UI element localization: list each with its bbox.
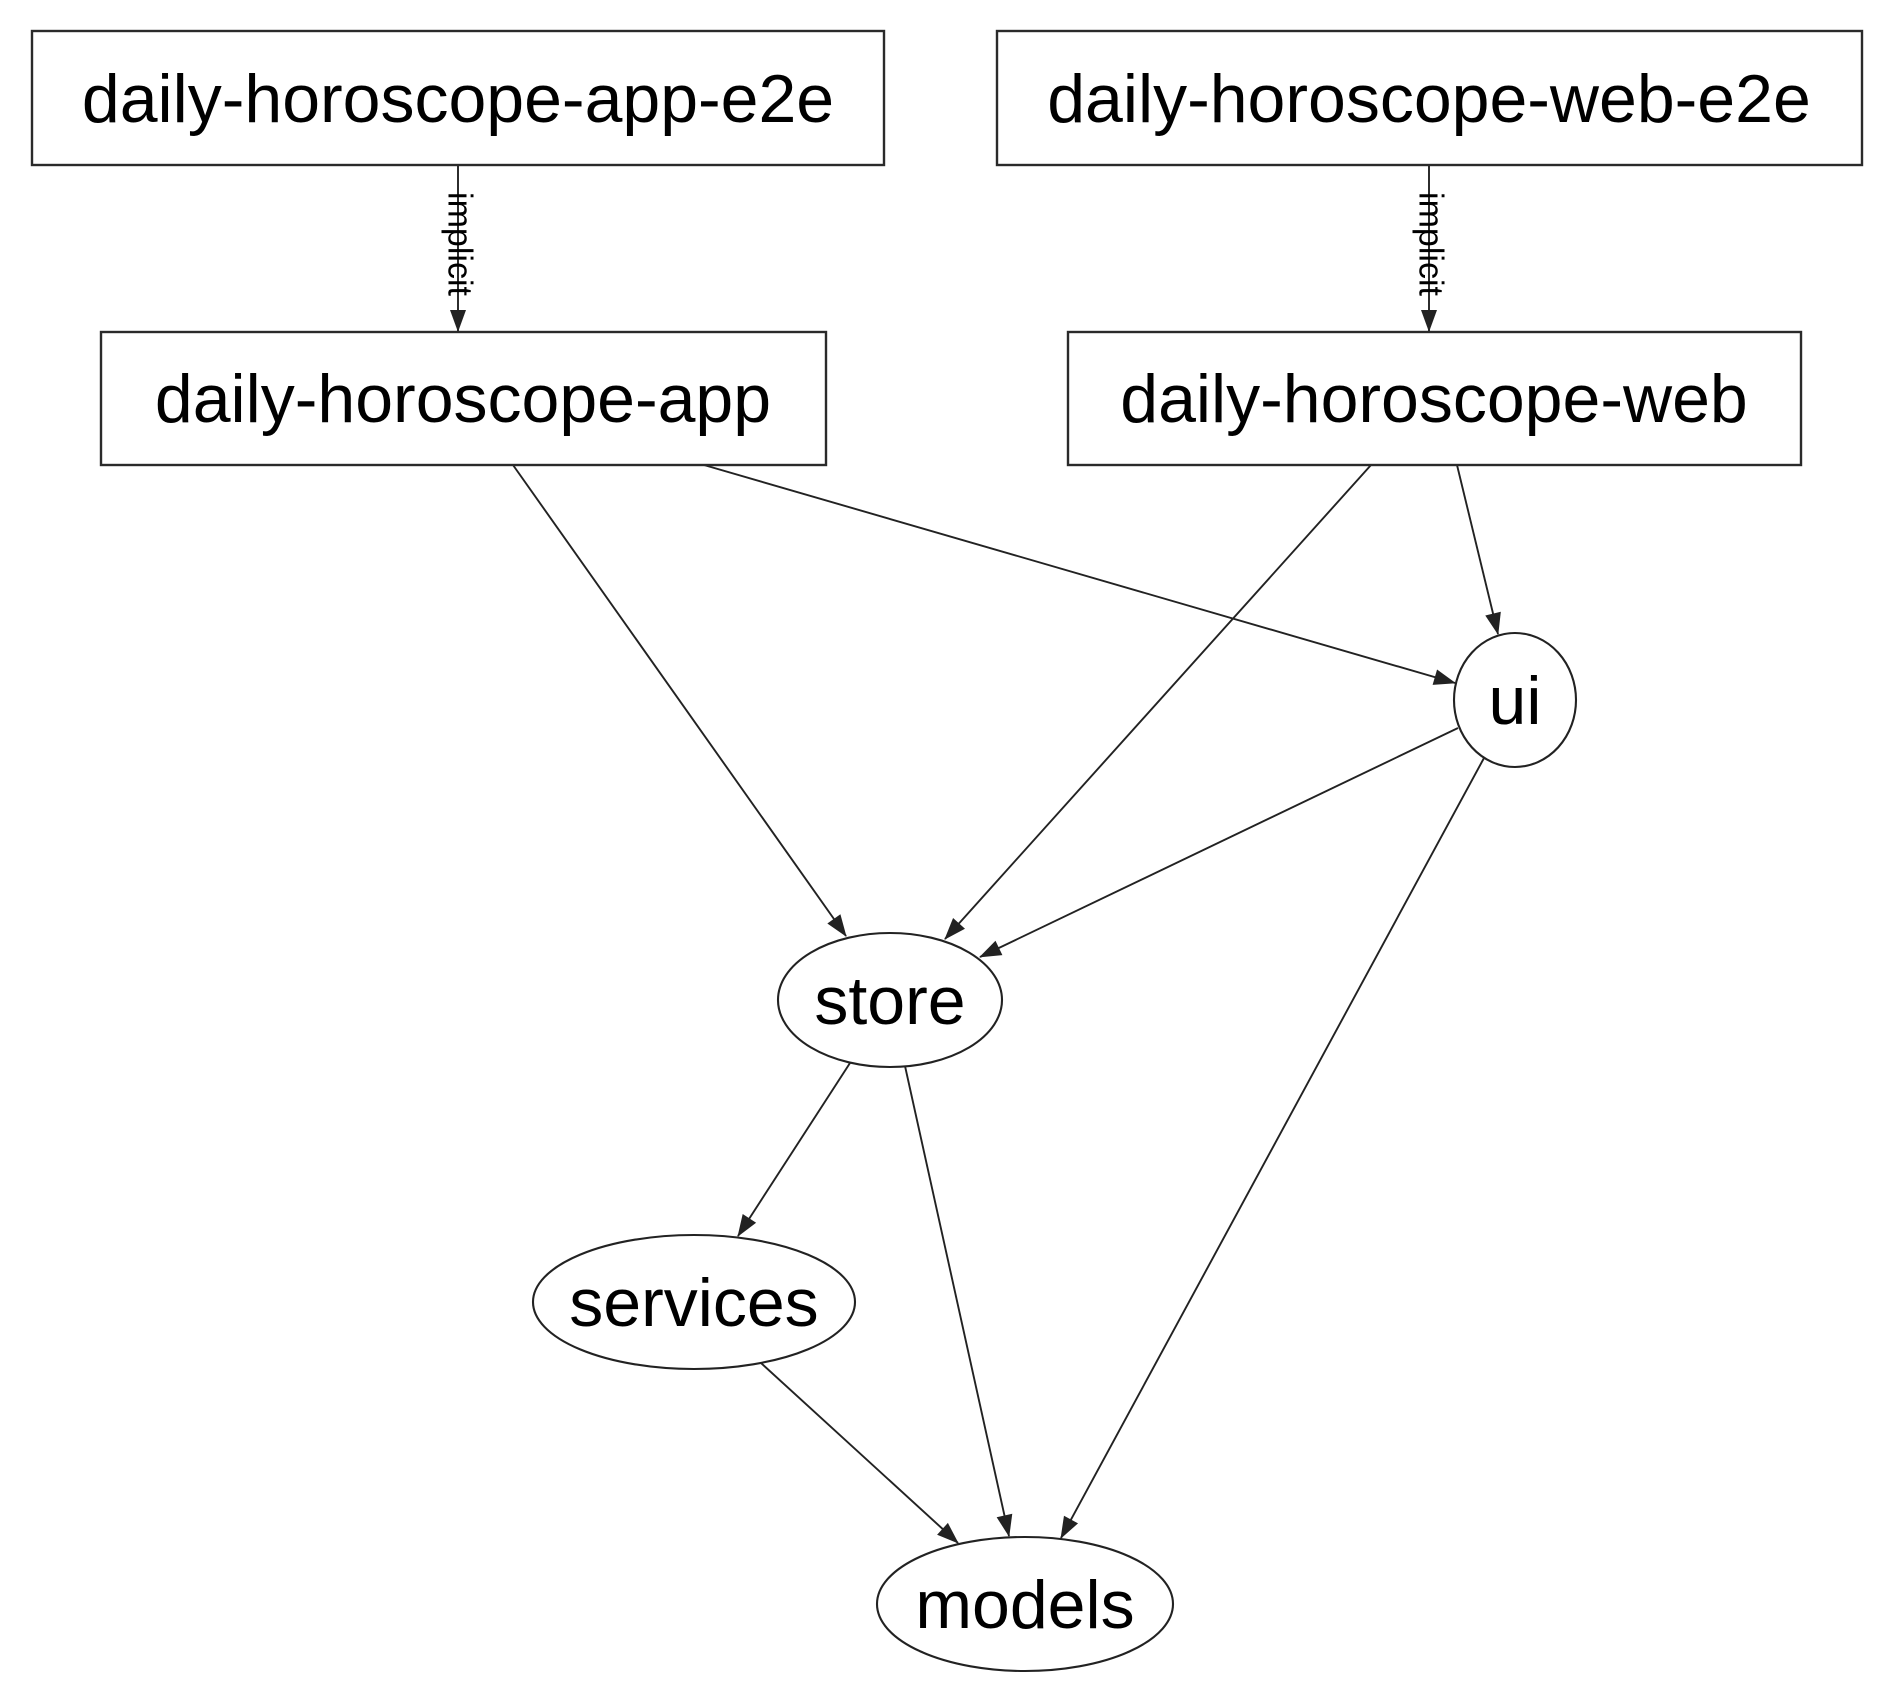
node-daily-horoscope-app: daily-horoscope-app [99,330,828,467]
edge-line [904,1065,1013,1537]
node-label: ui [1489,663,1542,739]
node-label: models [915,1567,1134,1643]
edge-label-implicit-app: implicit [440,192,478,296]
edge-line [1060,757,1485,1539]
edge-line [703,464,1456,685]
edge-ui-to-models [1060,757,1485,1539]
node-ellipse [531,1233,857,1371]
node-label: daily-horoscope-web-e2e [1047,61,1811,137]
edge-line [944,464,1372,940]
edge-app-to-store [512,464,847,937]
edge-app-e2e-to-app: implicit [440,165,478,332]
edge-line [760,1362,959,1544]
node-label: daily-horoscope-web [1120,361,1747,437]
node-ui: ui [1452,631,1578,769]
edge-store-to-services [737,1062,851,1237]
node-daily-horoscope-web-e2e: daily-horoscope-web-e2e [995,29,1864,167]
edge-web-to-store [944,464,1372,940]
node-services: services [531,1233,857,1371]
node-box [99,330,828,467]
node-box [995,29,1864,167]
node-daily-horoscope-app-e2e: daily-horoscope-app-e2e [30,29,886,167]
node-daily-horoscope-web: daily-horoscope-web [1066,330,1803,467]
node-models: models [875,1535,1175,1673]
edge-services-to-models [760,1362,959,1544]
edge-web-to-ui [1456,464,1501,635]
edge-web-e2e-to-web: implicit [1411,165,1449,332]
node-box [30,29,886,167]
edge-line [737,1062,851,1237]
node-label: services [569,1265,818,1341]
edge-store-to-models [904,1065,1013,1537]
edge-ui-to-store [979,727,1459,958]
node-box [1066,330,1803,467]
edge-line [1456,464,1501,635]
node-store: store [776,931,1004,1069]
node-ellipse [776,931,1004,1069]
node-label: store [814,963,965,1039]
edge-line [512,464,847,937]
node-label: daily-horoscope-app-e2e [82,61,834,137]
edge-app-to-ui [703,464,1456,685]
edge-line [979,727,1459,958]
edge-label-implicit-web: implicit [1411,192,1449,296]
node-label: daily-horoscope-app [155,361,771,437]
node-ellipse [875,1535,1175,1673]
node-ellipse [1452,631,1578,769]
